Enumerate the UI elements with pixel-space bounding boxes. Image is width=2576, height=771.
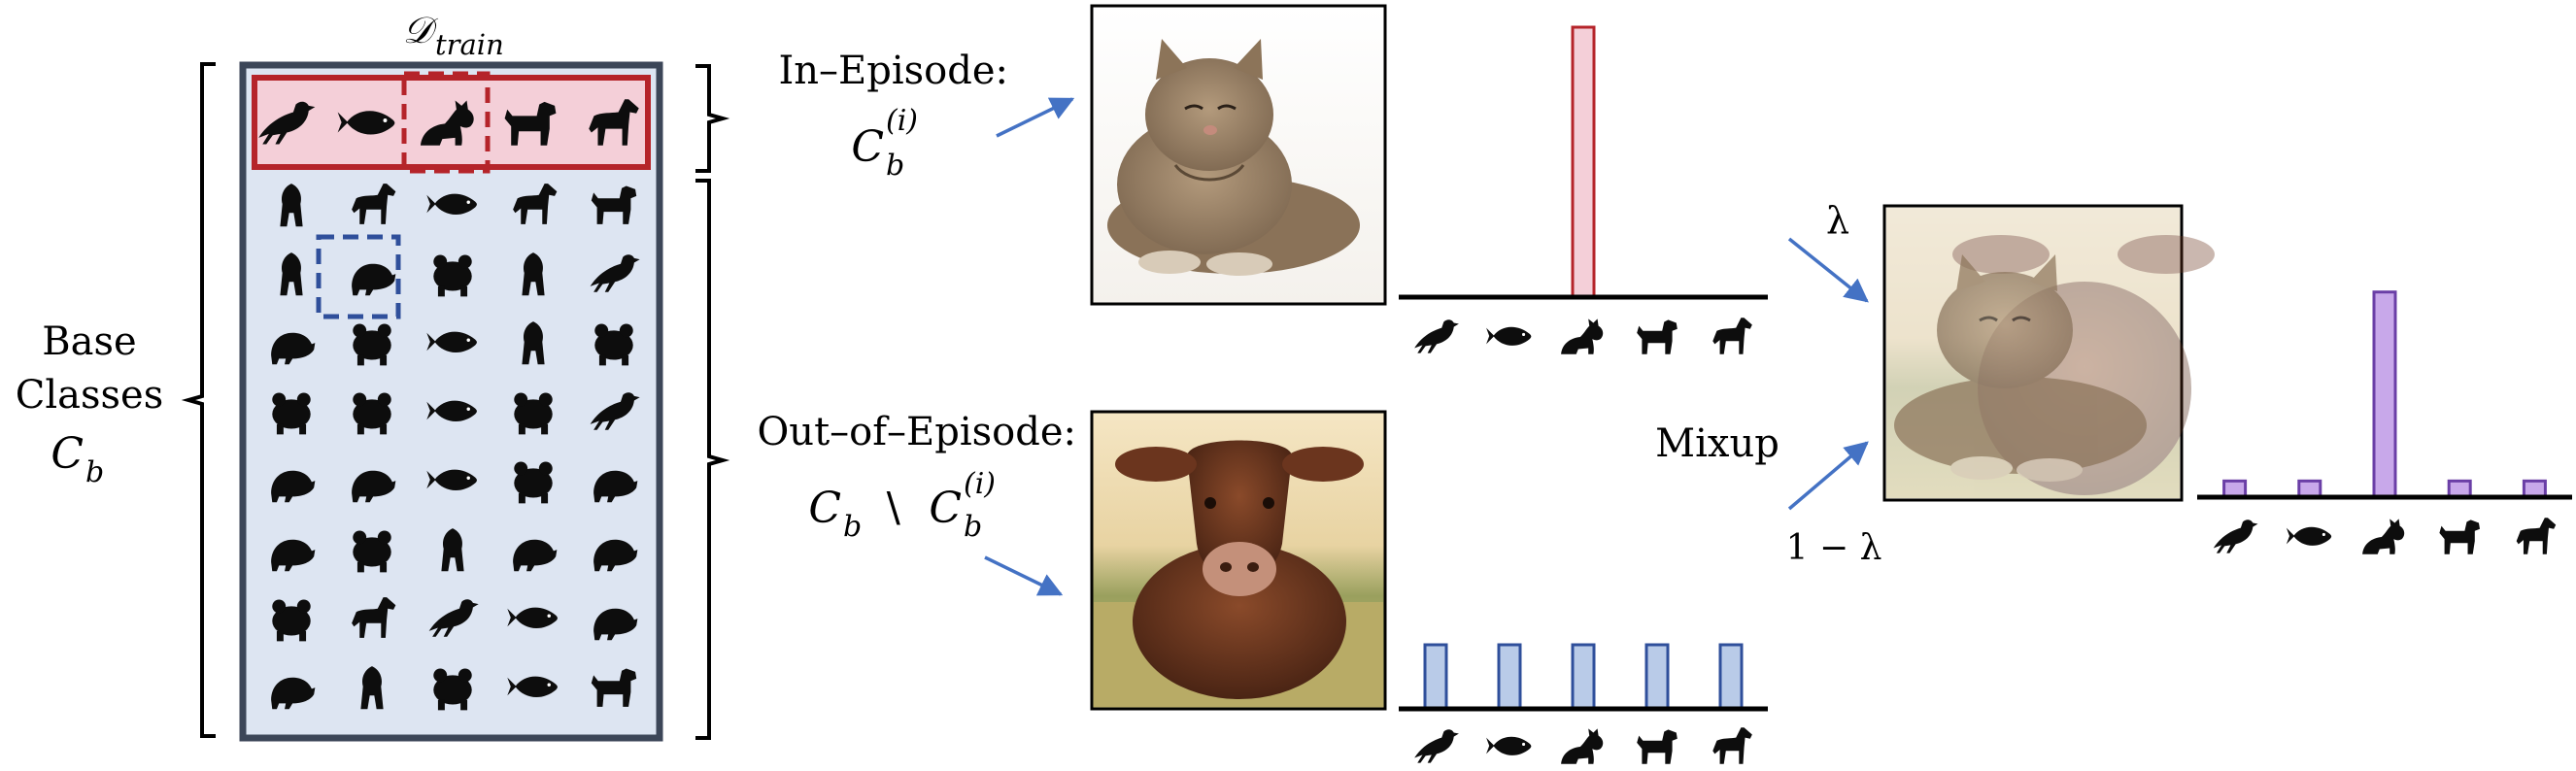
bar-dog: [1644, 643, 1670, 711]
label-chart-2: [1399, 643, 1768, 764]
out-episode-symbol: C: [808, 484, 841, 533]
label-distribution-charts: [1399, 25, 2572, 764]
base-classes-label: Base Classes C b: [16, 319, 164, 489]
dog-icon: [2439, 520, 2480, 554]
arrow-out-episode: [984, 555, 1064, 596]
in-episode-sub: b: [886, 149, 904, 183]
out-episode-symbol2: C: [929, 484, 962, 533]
mixed-photo: [1882, 204, 2215, 502]
base-classes-line1: Base: [42, 319, 136, 364]
in-episode-symbol: C: [851, 122, 884, 172]
bar-cat: [1571, 643, 1596, 711]
dataset-subscript: train: [435, 28, 504, 61]
bar-fish: [1497, 643, 1522, 711]
fish-icon: [1486, 326, 1532, 346]
in-episode-text: In–Episode:: [778, 49, 1008, 93]
in-episode-label: In–Episode: C b (i): [778, 49, 1008, 183]
fish-icon: [1486, 736, 1532, 755]
horse-icon: [2516, 518, 2557, 554]
bird-icon: [2213, 520, 2258, 553]
bar-bird: [1423, 643, 1448, 711]
label-chart-1: [1399, 25, 1768, 354]
arrow-in-episode: [996, 97, 1075, 138]
episode-brace: [695, 64, 730, 173]
one-minus-lambda-label: 1 − λ: [1786, 528, 1882, 568]
bar-dog: [2447, 479, 2472, 499]
bar-fish: [2297, 479, 2322, 499]
bar-bird: [2222, 479, 2248, 499]
setminus-symbol: ∖: [879, 485, 905, 532]
bar-cat: [2372, 290, 2397, 499]
out-episode-text: Out–of–Episode:: [758, 410, 1076, 454]
fish-icon: [2286, 526, 2332, 546]
base-classes-sub: b: [85, 455, 104, 489]
base-classes-symbol: C: [51, 429, 84, 479]
label-chart-3: [2197, 290, 2572, 554]
cow-highlight: [316, 234, 401, 319]
dataset-title: 𝒟 train: [403, 9, 504, 61]
out-episode-sub: b: [843, 510, 862, 544]
bird-icon: [1414, 319, 1459, 353]
cow-photo: [1090, 410, 1387, 711]
episode-cat-highlight: [401, 71, 491, 174]
cat-icon: [1561, 728, 1604, 764]
dog-icon: [1637, 319, 1678, 354]
cat-photo: [1090, 4, 1387, 306]
in-episode-sup: (i): [886, 104, 918, 138]
bar-horse: [1718, 643, 1744, 711]
arrow-lambda: [1787, 237, 1869, 303]
dog-icon: [1637, 729, 1678, 764]
mixup-label: Mixup: [1655, 421, 1779, 466]
arrow-one-minus-lambda: [1787, 441, 1869, 511]
horse-icon: [1712, 727, 1752, 764]
dataset-symbol: 𝒟: [403, 9, 439, 51]
bar-horse: [2522, 479, 2547, 499]
cat-icon: [2362, 519, 2405, 554]
bird-icon: [1414, 729, 1459, 763]
bar-cat: [1571, 25, 1596, 299]
out-episode-label: Out–of–Episode: C b ∖ C b (i): [758, 410, 1076, 544]
base-classes-line2: Classes: [16, 373, 164, 418]
lambda-label: λ: [1826, 199, 1849, 242]
out-episode-sub2: b: [964, 510, 982, 544]
out-episode-brace: [695, 179, 730, 740]
base-classes-brace: [181, 62, 216, 738]
cat-icon: [1561, 318, 1604, 354]
out-episode-sup2: (i): [964, 467, 996, 501]
horse-icon: [1712, 318, 1752, 354]
